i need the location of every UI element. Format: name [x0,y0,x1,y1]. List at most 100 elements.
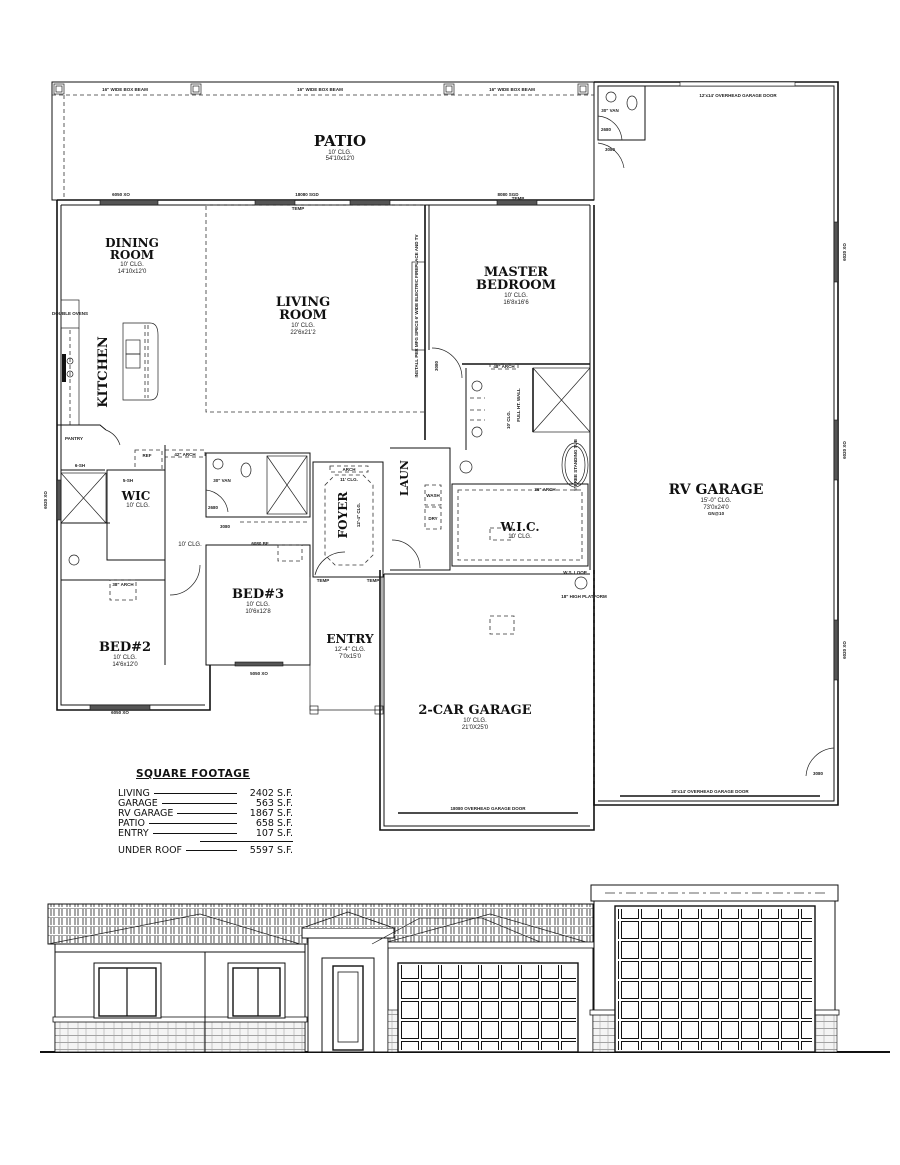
door-label: 3080 [813,771,824,776]
arch-label: 48" ARCH [493,364,514,369]
garage-door-label: 18080 OVERHEAD GARAGE DOOR [450,806,526,811]
sqft-label: PATIO [118,817,145,829]
sqft-value: 1867 S.F. [249,807,293,819]
door-label: 3080 [434,360,439,371]
ovens-label: DOUBLE OVENS [52,311,88,316]
rv-note: GN@10 [708,511,725,516]
door-label: 6080 BF [251,541,269,546]
door-label: 3080 [220,524,231,529]
refrigerator [134,449,163,471]
ref-label: REF [143,453,152,458]
sqft-row-entry: ENTRY 107 S.F. [118,827,293,839]
elevation-window [93,962,162,1019]
arch-label: ARCH [343,467,356,472]
garage-ceiling: 10' CLG. [463,718,487,724]
temp-label: TEMP [367,578,380,583]
sqft-label: ENTRY [118,827,149,839]
door-label: 3080 [605,147,616,152]
garage-half-bath [597,85,646,141]
elevation-window [227,962,286,1019]
sqft-row-patio: PATIO 658 S.F. [118,817,293,829]
toilet [459,460,473,474]
dryer-label: DRY [428,516,437,521]
patio-ceiling: 10' CLG. [328,150,352,156]
foyer-ceiling: 12'-4" CLG. [356,503,361,527]
bed3-ceiling: 10' CLG. [246,602,270,608]
rv-garage: 12'x14' OVERHEAD GARAGE DOOR 6020 XO 602… [593,81,847,806]
sqft-label: GARAGE [118,797,158,809]
window-label: 6020 XO [842,441,847,459]
sqft-value: 658 S.F. [255,817,293,829]
beam-label: 16" WIDE BOX BEAM [297,87,343,92]
bath-ceiling: 10' CLG. [506,411,511,429]
room-label-dining: DINING [105,236,159,250]
temp-label: TEMP [292,206,305,211]
door-label: 2680 [601,127,612,132]
shelf-label: 5-SH [123,478,133,483]
attic-access [277,544,303,562]
room-label-patio: PATIO [314,132,366,150]
sqft-value: 563 S.F. [255,797,293,809]
room-label-dining-2: ROOM [110,248,154,262]
room-label-master: MASTER [484,265,548,280]
fireplace-label: INSTALL PER MFG SPECS 6' WIDE ELECTRIC F… [414,235,419,378]
door-label: 8080 SGD [497,192,519,197]
sqft-value: 107 S.F. [255,827,293,839]
sqft-label: RV GARAGE [118,807,174,819]
garage-door-label: 20'x14' OVERHEAD GARAGE DOOR [671,789,749,794]
wic-ceiling: 10' CLG. [508,534,532,540]
dryer [424,506,442,530]
entry-size: 7'0x15'0 [339,654,362,660]
window-label: 6050 XO [111,710,129,715]
temp-label: TEMP [317,578,330,583]
sqft-label: LIVING [118,787,150,799]
beam-label: 16" WIDE BOX BEAM [102,87,148,92]
kitchen-island [122,322,159,401]
sqft-value: 5597 S.F. [249,844,293,856]
bed3-size: 10'6x12'8 [245,609,271,615]
wall-note: FULL HT. WALL [516,388,521,422]
sqft-value: 2402 S.F. [249,787,293,799]
room-label-master-2: BEDROOM [476,278,556,293]
cooktop [62,354,66,382]
vanity-label: 30" VAN [213,478,231,483]
foyer-ceiling-note: 11' CLG. [340,477,358,482]
room-label-kitchen: KITCHEN [96,336,111,408]
window-label: 5050 XO [250,671,268,676]
wic-small-ceiling: 10' CLG. [126,503,150,509]
bed2-size: 14'6x12'0 [112,662,138,668]
vanity-label: 30" VAN [601,108,619,113]
sqft-label: UNDER ROOF [118,844,183,856]
loop-label: W.S. LOOP [563,570,587,575]
window-label: 6020 XO [842,243,847,261]
front-elevation [40,884,890,1053]
window-label: 6020 XO [842,641,847,659]
sqft-row-garage: GARAGE 563 S.F. [118,797,293,809]
bedroom-wing: WIC 10' CLG. 5-SH 38" ARCH 10' CLG. 30" … [60,445,311,676]
attic-access [109,579,137,601]
water-heater [574,576,588,590]
room-label-foyer: FOYER [336,491,350,539]
tub-label: 5' FREE STANDING TUB [573,438,578,490]
rv-size: 73'0x24'0 [703,505,729,511]
sqft-divider [200,841,293,842]
room-label-laundry: LAUN [398,460,411,496]
bed2-ceiling: 10' CLG. [113,655,137,661]
door-label: 18080 SGD [295,192,319,197]
living-zone: DINING ROOM 10' CLG. 14'10x12'0 LIVING R… [52,204,426,471]
arch-label: 42" ARCH [174,452,195,457]
arch-label: 38" ARCH [112,582,133,587]
room-label-living-2: ROOM [279,308,327,323]
room-label-rv-garage: RV GARAGE [669,482,764,498]
attic-access [489,527,513,541]
room-label-wic-master: W.I.C. [499,520,539,534]
master-suite: MASTER BEDROOM 10' CLG. 16'8x16'6 3080 4… [424,205,595,570]
room-label-wic: WIC [121,489,151,503]
beam-label: 16" WIDE BOX BEAM [489,87,535,92]
living-size: 22'6x21'2 [290,330,316,336]
double-ovens [60,299,80,329]
room-label-2car-garage: 2-CAR GARAGE [418,703,531,718]
patio-area: 16" WIDE BOX BEAM 16" WIDE BOX BEAM 16" … [51,81,595,201]
